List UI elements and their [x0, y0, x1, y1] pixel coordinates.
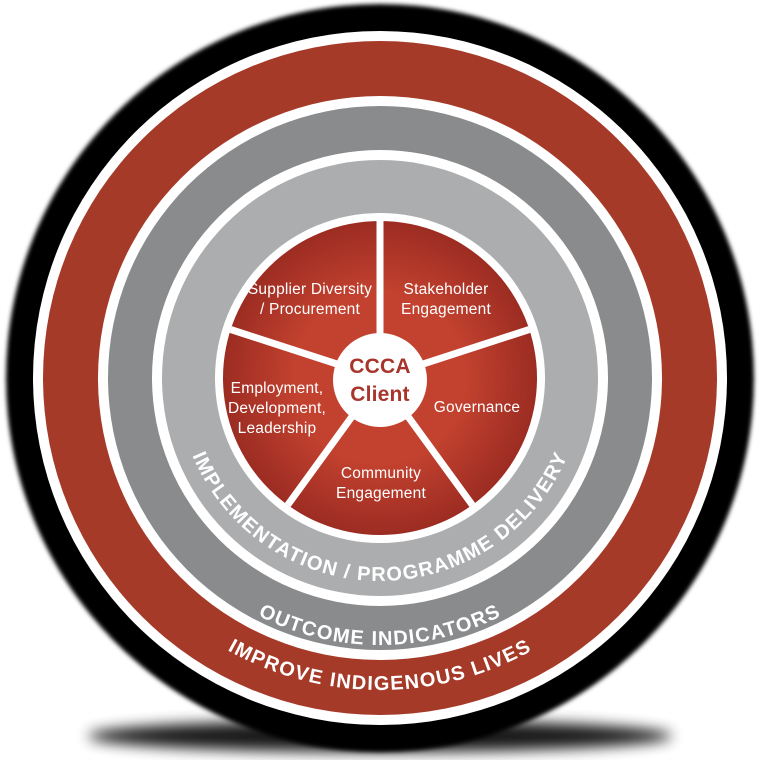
segment-label-supplier-diversity-procurement: Supplier Diversity / Procurement — [247, 281, 373, 318]
segment-label-stakeholder-engagement: Stakeholder Engagement — [401, 281, 491, 318]
center-ccca-client-label: CCCA Client — [349, 355, 411, 406]
segment-label-community-engagement: Community Engagement — [336, 465, 426, 502]
segment-label-governance: Governance — [433, 399, 521, 416]
center-hub-circle — [333, 333, 427, 427]
segment-label-employment-development-leadership: Employment, Development, Leadership — [227, 380, 327, 437]
